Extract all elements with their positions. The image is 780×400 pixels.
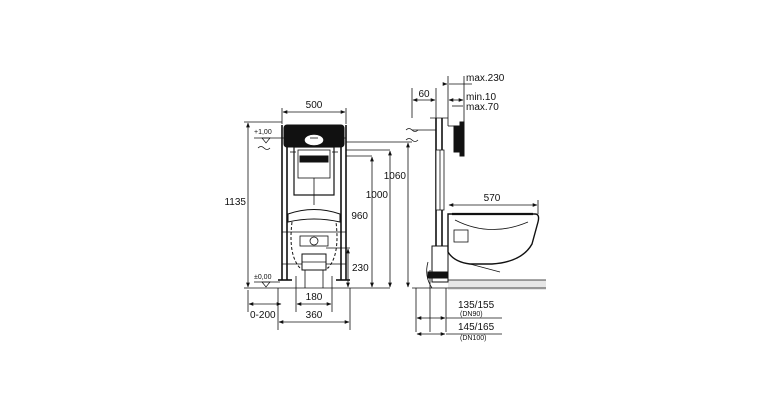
- side-frame: [427, 117, 449, 283]
- drain-pipes: [295, 270, 333, 288]
- dim-max-70: max.70: [466, 102, 499, 113]
- dim-1000: 1000: [366, 190, 389, 201]
- level-floor: ±0,00: [254, 274, 272, 281]
- label-dn100: (DN100): [460, 335, 486, 342]
- label-dn90: (DN90): [460, 311, 483, 318]
- dim-1135: 1135: [224, 197, 246, 208]
- dim-500: 500: [306, 100, 323, 111]
- dim-1060: 1060: [384, 171, 407, 182]
- wc-bowl: [287, 209, 341, 271]
- dim-0-200: 0-200: [250, 310, 276, 321]
- side-view: 60 max.230 min.10 max.70 570 135/155 (DN…: [405, 73, 546, 342]
- dim-135-155: 135/155: [458, 300, 495, 311]
- frame: [278, 125, 350, 281]
- flush-plate: [448, 121, 465, 157]
- dim-960: 960: [351, 211, 368, 222]
- dim-570: 570: [484, 193, 501, 204]
- level-top: +1,00: [254, 129, 272, 136]
- dim-360: 360: [306, 310, 323, 321]
- dim-min-10: min.10: [466, 92, 496, 103]
- dim-230: 230: [352, 263, 369, 274]
- front-view: 500 1135 +1,00 ±0,00 960 1000 1060 230 1: [224, 100, 412, 330]
- dim-max-230: max.230: [466, 73, 505, 84]
- wc-bowl-side: [447, 212, 540, 273]
- cistern: [283, 124, 345, 205]
- dim-145-165: 145/165: [458, 322, 495, 333]
- dim-180: 180: [306, 292, 323, 303]
- floor-hatch: [448, 280, 546, 290]
- dim-60: 60: [418, 89, 430, 100]
- water-symbol: [257, 146, 271, 150]
- grohe-logo-plate: [299, 155, 329, 163]
